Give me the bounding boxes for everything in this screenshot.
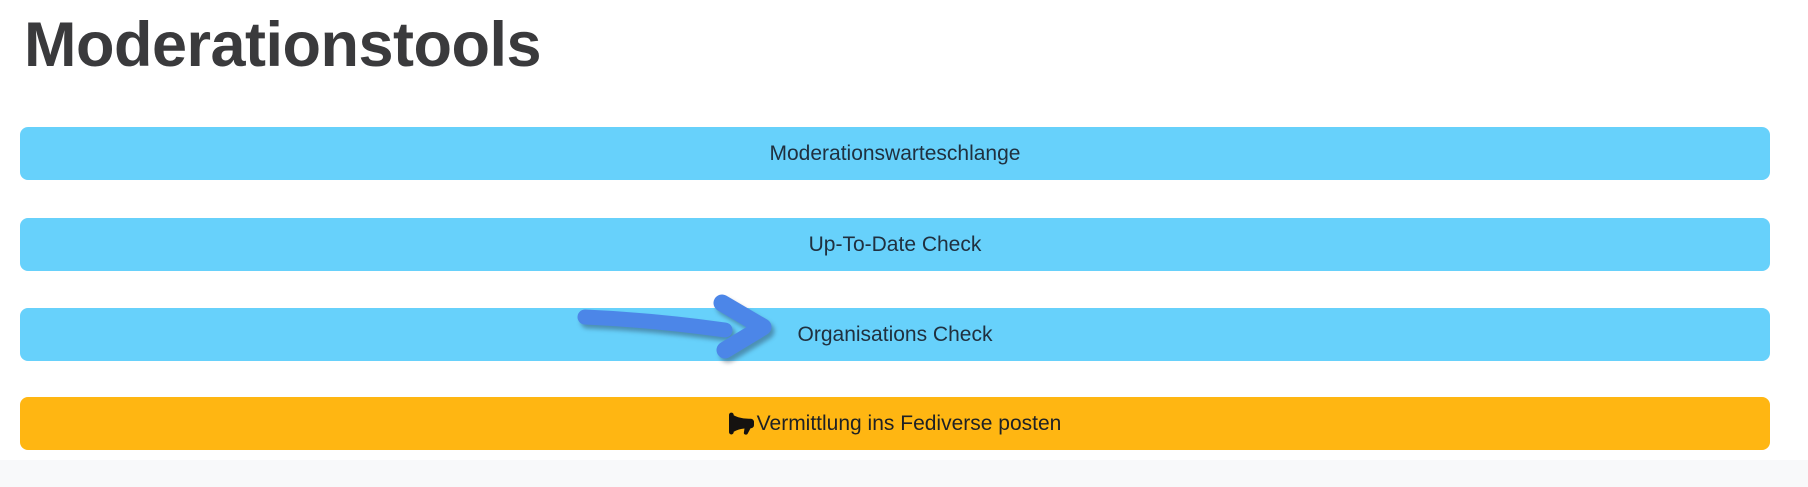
footer-strip: [0, 460, 1808, 487]
post-fediverse-button[interactable]: Vermittlung ins Fediverse posten: [20, 397, 1770, 450]
moderation-queue-button-label: Moderationswarteschlange: [769, 141, 1021, 165]
post-fediverse-button-label: Vermittlung ins Fediverse posten: [756, 411, 1062, 435]
up-to-date-check-button[interactable]: Up-To-Date Check: [20, 218, 1770, 271]
organisations-check-button-label: Organisations Check: [797, 322, 993, 346]
organisations-check-button[interactable]: Organisations Check: [20, 308, 1770, 361]
up-to-date-check-button-label: Up-To-Date Check: [808, 232, 982, 256]
megaphone-icon: [728, 411, 754, 436]
moderation-queue-button[interactable]: Moderationswarteschlange: [20, 127, 1770, 180]
page-title: Moderationstools: [24, 10, 542, 80]
